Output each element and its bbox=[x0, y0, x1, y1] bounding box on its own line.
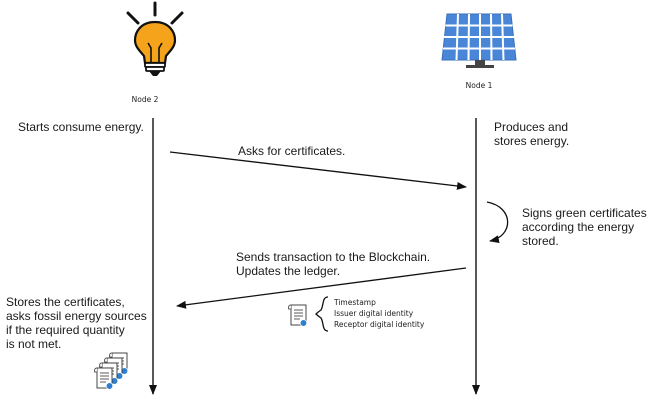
certificate-field: Timestamp bbox=[334, 298, 376, 307]
node1-produce-text: Produces and stores energy. bbox=[494, 120, 570, 148]
node2-label: Node 2 bbox=[131, 95, 159, 104]
light-bulb-icon bbox=[126, 1, 184, 76]
node2-start-text: Starts consume energy. bbox=[18, 120, 144, 134]
store-certificates-text: Stores the certificates, asks fossil ene… bbox=[6, 295, 147, 351]
node1-label: Node 1 bbox=[465, 81, 493, 90]
send-transaction-text: Sends transaction to the Blockchain. Upd… bbox=[236, 250, 431, 278]
solar-panel-icon bbox=[441, 13, 517, 68]
send-transaction-arrow bbox=[176, 267, 467, 309]
sign-certificates-loop-arrow bbox=[486, 201, 509, 244]
sign-certificates-text: Signs green certificates according the e… bbox=[522, 206, 647, 248]
certificate-document-icon bbox=[288, 304, 308, 327]
certificate-field: Receptor digital identity bbox=[334, 320, 425, 329]
certificate-stack-icon bbox=[94, 352, 129, 390]
certificate-field: Issuer digital identity bbox=[334, 309, 414, 318]
ask-certificates-arrow bbox=[169, 151, 467, 190]
brace-icon bbox=[315, 296, 329, 332]
ask-certificates-text: Asks for certificates. bbox=[238, 144, 346, 158]
